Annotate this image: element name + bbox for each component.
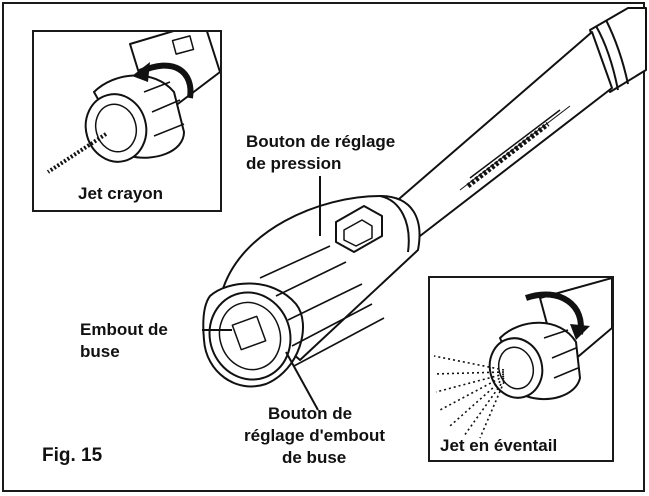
inset-pencil-jet: Jet crayon xyxy=(32,21,222,212)
pencil-jet-illustration xyxy=(46,21,221,174)
nozzle-tip-button-label-line2: réglage d'embout xyxy=(244,426,386,445)
nozzle-tip-label-line1: Embout de xyxy=(80,320,168,339)
fan-jet-caption: Jet en éventail xyxy=(440,436,558,455)
figure-number: Fig. 15 xyxy=(42,445,103,466)
pressure-button-label-line1: Bouton de réglage xyxy=(246,132,396,151)
fan-jet-illustration xyxy=(433,277,613,439)
leader-nozzle-tip-button xyxy=(285,351,319,411)
inset-fan-jet: Jet en éventail xyxy=(428,276,614,462)
wand-tube xyxy=(391,31,613,237)
fan-jet-spray xyxy=(433,355,505,439)
nozzle-tip-label-line2: buse xyxy=(80,342,120,361)
rotate-arrow-icon xyxy=(138,62,194,99)
nozzle-tip-button-label-line1: Bouton de xyxy=(268,404,353,423)
nozzle-tip-button-label-line3: de buse xyxy=(282,448,347,467)
pencil-jet-stream xyxy=(46,132,108,174)
pencil-jet-caption: Jet crayon xyxy=(78,184,164,203)
pressure-button-label-line2: de pression xyxy=(246,154,342,173)
